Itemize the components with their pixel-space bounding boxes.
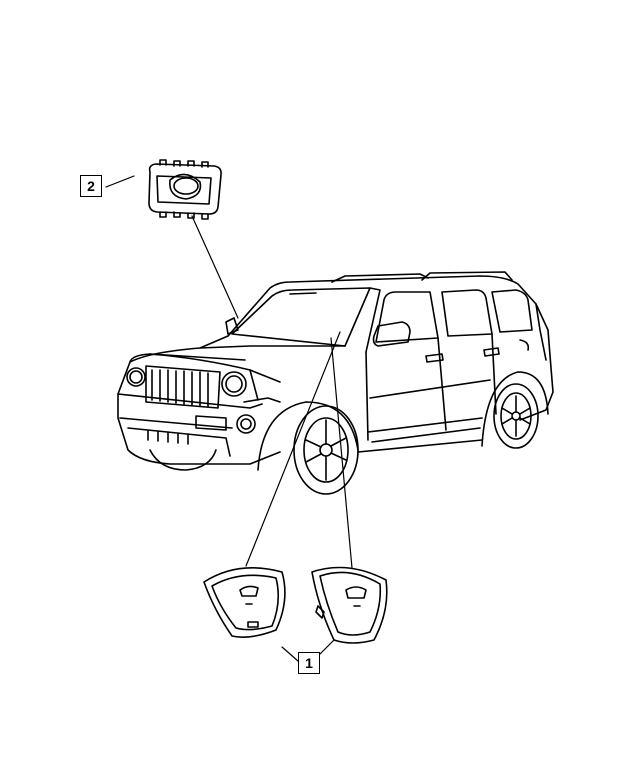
sensor-bezel-part[interactable] — [149, 160, 221, 219]
airbag-cover-left[interactable] — [204, 568, 285, 637]
leader-lines — [106, 176, 352, 661]
callout-2: 2 — [80, 175, 102, 197]
vehicle-illustration — [118, 272, 553, 494]
airbag-cover-right[interactable] — [312, 568, 387, 644]
callout-1: 1 — [298, 652, 320, 674]
